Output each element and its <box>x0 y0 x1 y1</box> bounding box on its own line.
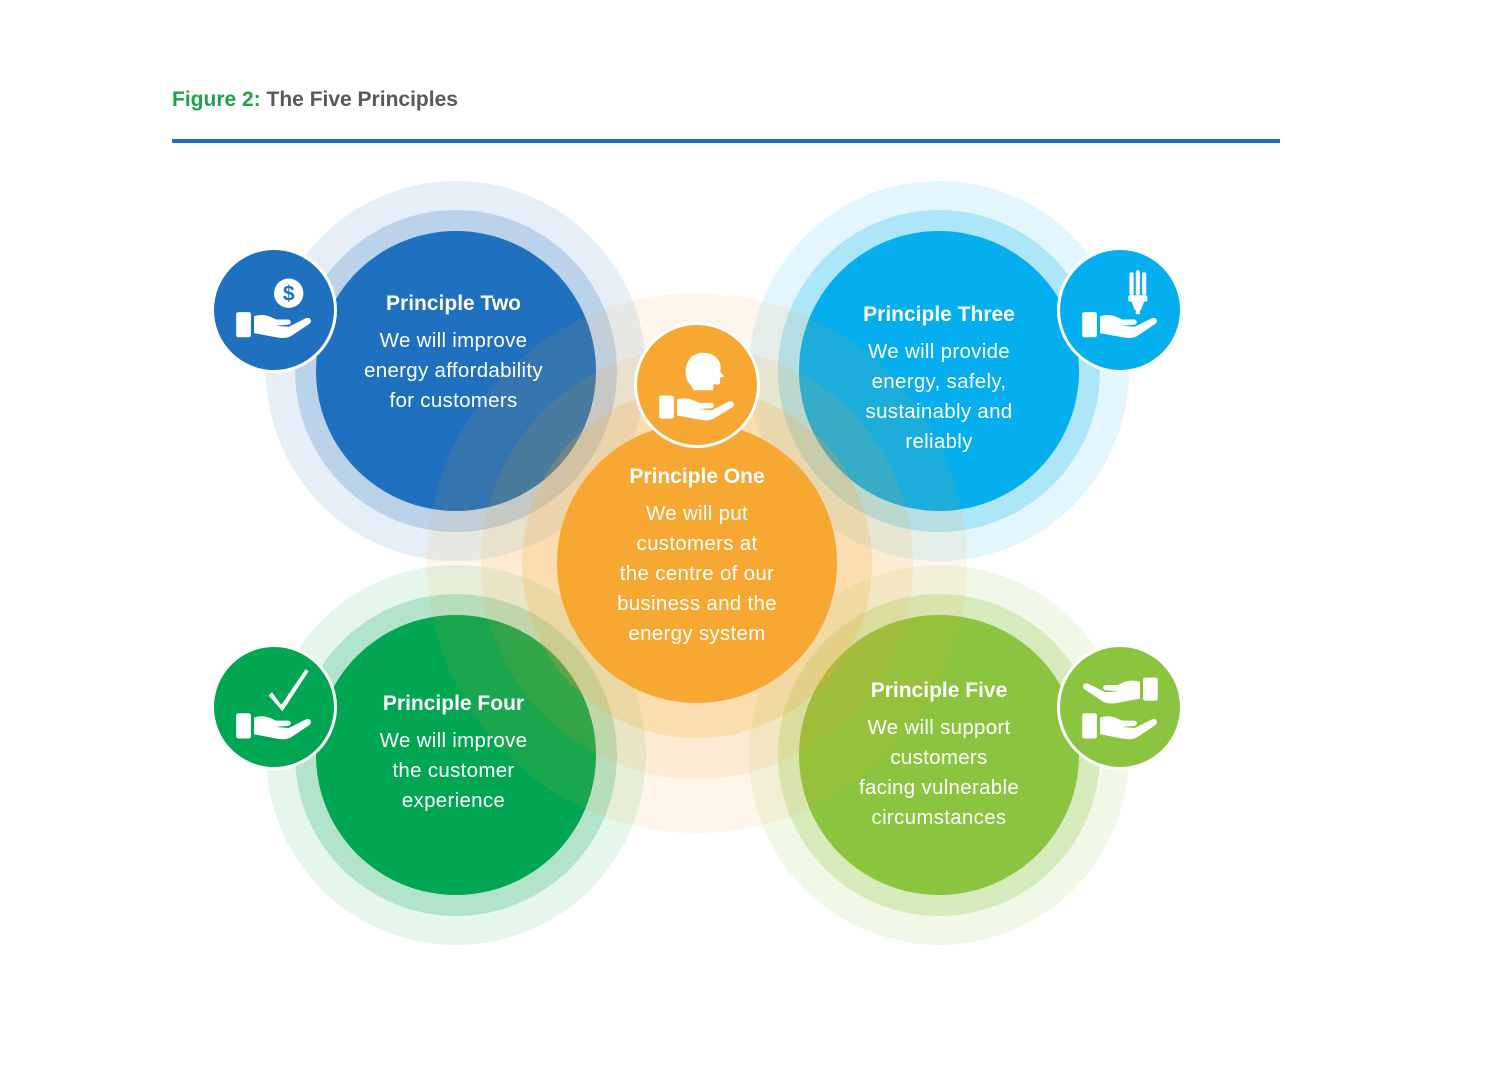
principle-two-title: Principle Two <box>386 292 521 315</box>
principle-four-line: We will improve <box>379 729 528 752</box>
principle-three-line: energy, safely, <box>871 370 1007 393</box>
principle-one-text: Principle One We will put customers at t… <box>557 465 837 649</box>
principle-four-text: Principle Four We will improve the custo… <box>316 692 591 816</box>
principle-three-title: Principle Three <box>863 303 1015 326</box>
principle-three-line: sustainably and <box>865 400 1013 423</box>
principle-five-line: circumstances <box>871 806 1007 829</box>
principle-five-line: facing vulnerable <box>858 776 1020 799</box>
principle-one-title: Principle One <box>629 465 765 488</box>
lightbulb-in-hand-icon <box>1082 270 1157 338</box>
principle-five-circle <box>799 615 1079 895</box>
principle-one-line: We will put <box>645 502 749 525</box>
title-rule <box>172 139 1280 143</box>
principle-two-line: We will improve <box>379 329 528 352</box>
principle-two-line: for customers <box>389 389 518 412</box>
principle-five-title: Principle Five <box>870 679 1008 702</box>
principle-three-badge <box>1057 247 1183 373</box>
head-in-hand-icon <box>659 352 734 421</box>
principle-five-line: customers <box>890 746 988 769</box>
principle-one-circle <box>557 423 837 703</box>
svg-text:$: $ <box>283 283 295 306</box>
figure-title-text: The Five Principles <box>266 88 458 111</box>
principle-five-line: We will support <box>867 716 1011 739</box>
principle-five-badge <box>1057 644 1183 770</box>
principle-two-circle <box>316 231 596 511</box>
helping-hands-icon <box>1082 677 1158 740</box>
principle-four-line: experience <box>401 789 506 812</box>
figure-title: Figure 2: The Five Principles <box>172 88 458 112</box>
principle-one-line: the centre of our <box>619 562 775 585</box>
dollar-coin-in-hand-icon: $ <box>236 278 311 338</box>
principle-two-badge: $ <box>211 247 337 373</box>
principle-five-text: Principle Five We will support customers… <box>799 679 1079 833</box>
principle-four-title: Principle Four <box>382 692 525 715</box>
principle-three-line: We will provide <box>868 340 1010 363</box>
checkmark-in-hand-icon <box>236 669 311 740</box>
principle-three-circle <box>799 231 1079 511</box>
figure-number: Figure 2: <box>172 88 261 111</box>
principle-three-text: Principle Three We will provide energy, … <box>799 303 1079 457</box>
principle-one-line: business and the <box>617 592 777 615</box>
principle-one-badge <box>634 322 760 448</box>
principle-one-line: customers at <box>636 532 758 555</box>
principle-four-circle <box>316 615 596 895</box>
principle-two-text: Principle Two We will improve energy aff… <box>316 292 591 416</box>
principle-four-badge <box>211 644 337 770</box>
principle-three-line: reliably <box>905 430 973 453</box>
principle-two-line: energy affordability <box>364 359 543 382</box>
principle-four-line: the customer <box>392 759 515 782</box>
principle-one-line: energy system <box>628 622 766 645</box>
